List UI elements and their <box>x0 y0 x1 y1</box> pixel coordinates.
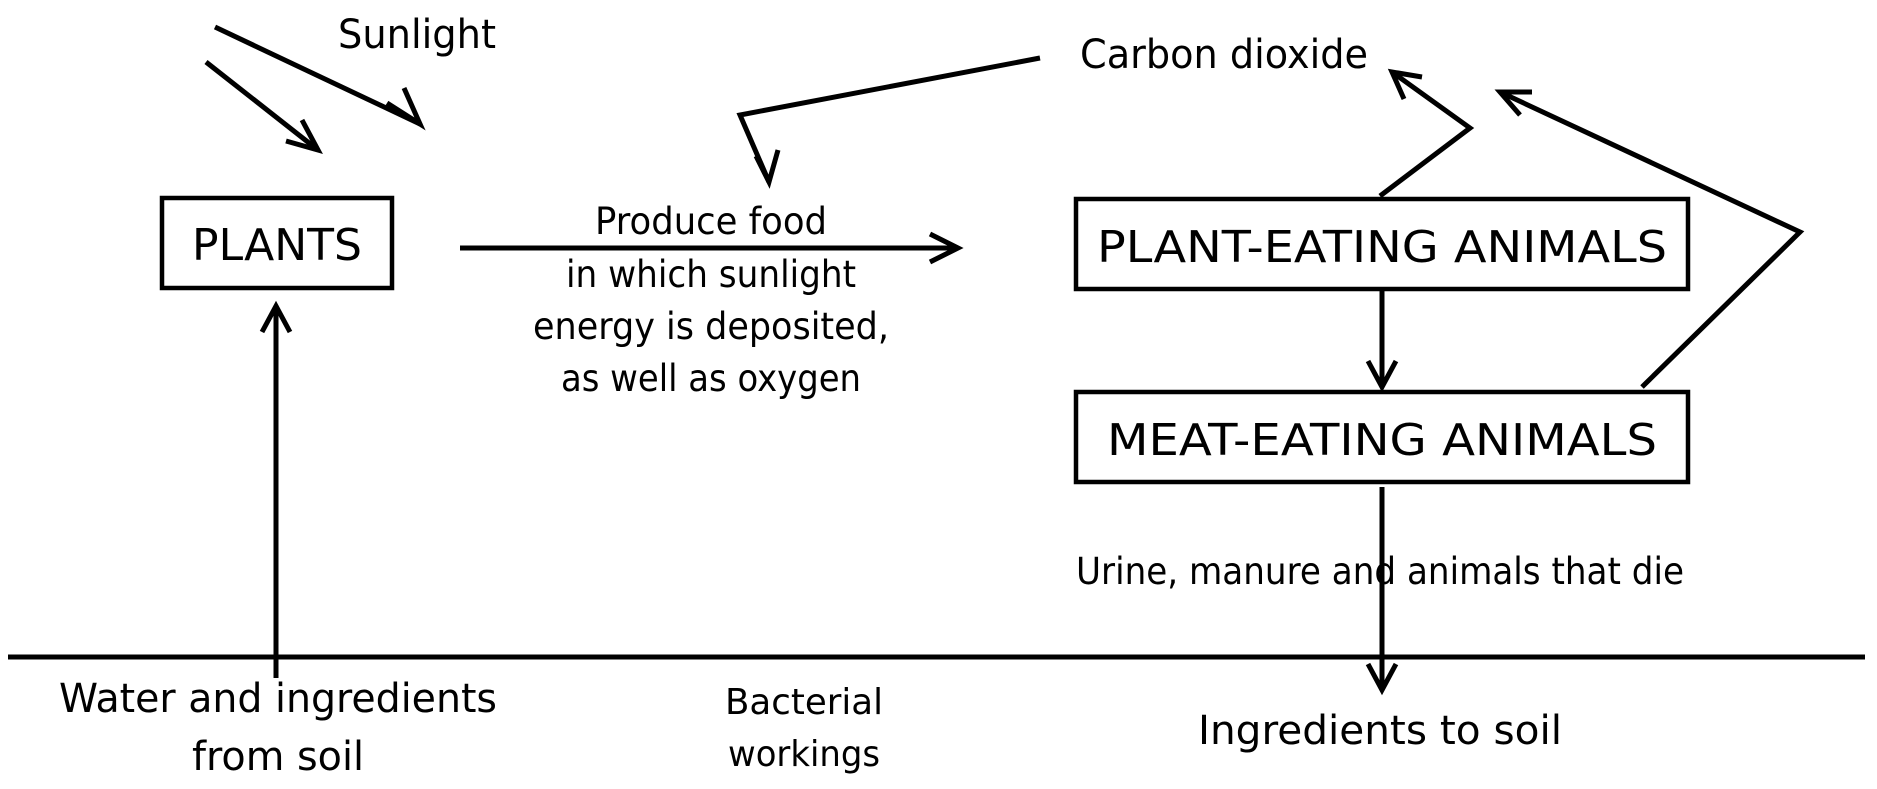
water-ingredients-line-1: Water and ingredients <box>59 676 497 722</box>
soil-to-plants-arrow <box>259 300 293 678</box>
plants-box: PLANTS <box>159 195 395 291</box>
sunlight-arrow-upper <box>213 24 426 131</box>
water-ingredients-label: Water and ingredients from soil <box>59 676 497 780</box>
produce-food-line-4: as well as oxygen <box>561 357 861 400</box>
meat-eaters-to-co2-arrow <box>1494 89 1805 389</box>
bacterial-line-1: Bacterial <box>725 682 883 723</box>
carbon-dioxide-to-food-arrow <box>736 55 1041 189</box>
plant-eaters-to-co2-arrow <box>1378 68 1475 198</box>
urine-manure-label: Urine, manure and animals that die <box>1076 550 1684 593</box>
plant-eating-animals-label: PLANT-EATING ANIMALS <box>1097 222 1667 273</box>
sunlight-label: Sunlight <box>338 12 496 58</box>
bacterial-workings-label: Bacterial workings <box>725 682 883 775</box>
plant-eating-animals-box: PLANT-EATING ANIMALS <box>1073 196 1691 292</box>
plants-label: PLANTS <box>192 220 362 271</box>
meat-eating-animals-box: MEAT-EATING ANIMALS <box>1073 389 1691 485</box>
sunlight-arrow-lower <box>204 60 323 154</box>
plant-eaters-to-meat-eaters-arrow <box>1365 290 1399 393</box>
produce-food-line-2: in which sunlight <box>566 253 856 296</box>
produce-food-line-3: energy is deposited, <box>533 305 889 348</box>
bacterial-line-2: workings <box>728 734 880 775</box>
meat-eating-animals-label: MEAT-EATING ANIMALS <box>1107 415 1657 466</box>
carbon-dioxide-label: Carbon dioxide <box>1080 32 1368 78</box>
produce-food-label: Produce food in which sunlight energy is… <box>533 200 889 400</box>
water-ingredients-line-2: from soil <box>192 734 364 780</box>
produce-food-line-1: Produce food <box>595 200 827 243</box>
plants-to-food-arrow <box>460 231 964 265</box>
ingredients-to-soil-label: Ingredients to soil <box>1198 708 1562 754</box>
